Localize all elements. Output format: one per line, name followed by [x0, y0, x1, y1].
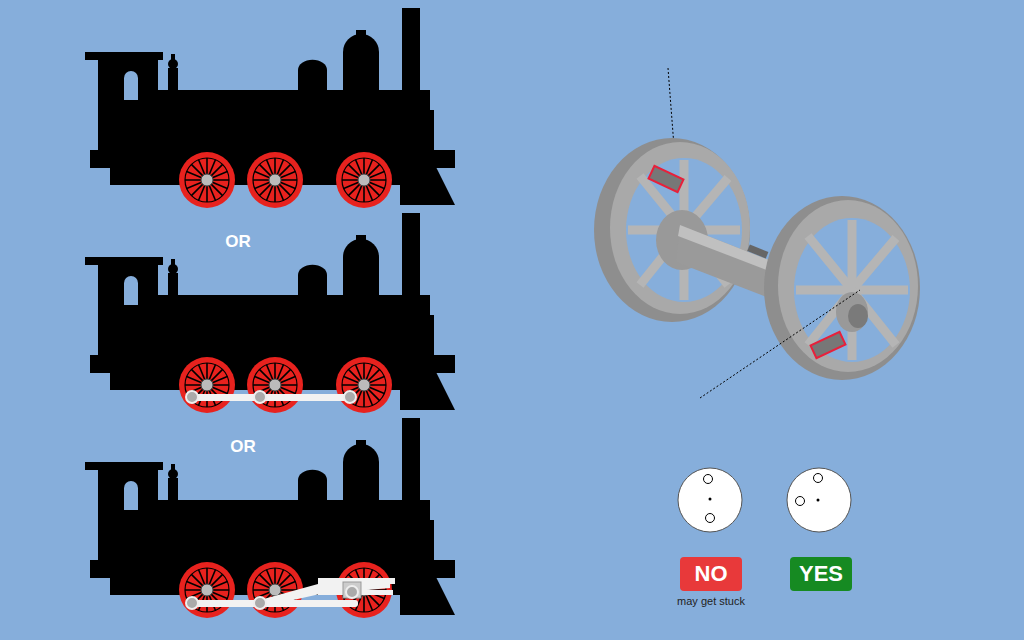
wheel [179, 562, 235, 618]
label-box: NOmay get stuck [680, 557, 742, 591]
wheel [247, 357, 303, 413]
wheel [179, 152, 235, 208]
wheel [179, 357, 235, 413]
coupling-rod [186, 391, 356, 403]
coupling-rod [186, 578, 395, 609]
crank-position-right [787, 468, 851, 532]
label-box: YES [790, 557, 852, 591]
crank-position-wrong [678, 468, 742, 532]
wheelset [594, 68, 920, 398]
wheel [247, 152, 303, 208]
box-text: YES [799, 557, 843, 591]
separator-label: OR [225, 232, 251, 252]
separator-label: OR [230, 437, 256, 457]
box-text: NO [695, 557, 728, 591]
wheel [336, 152, 392, 208]
note-text: may get stuck [677, 595, 745, 607]
wheel [247, 562, 303, 618]
wheel [336, 357, 392, 413]
